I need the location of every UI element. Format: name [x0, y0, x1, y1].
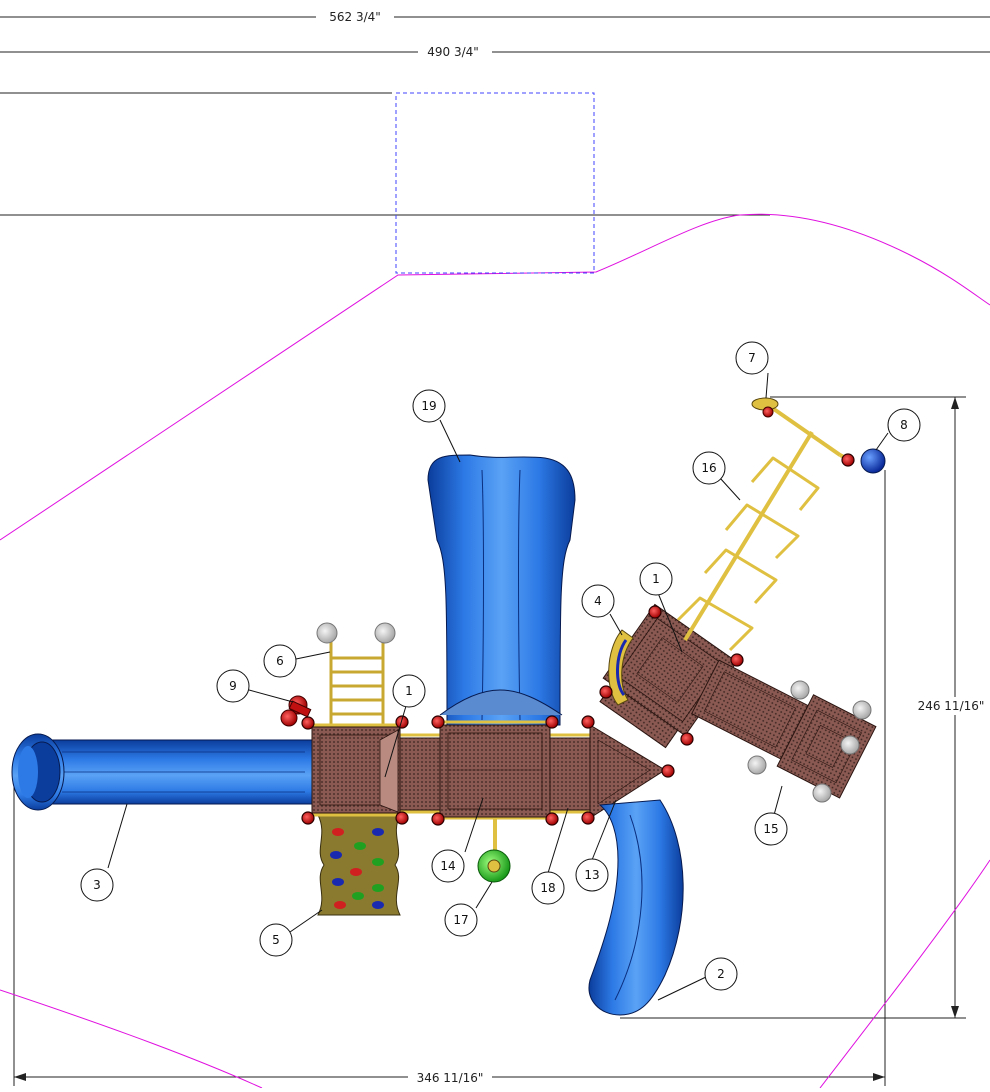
- dim-label-right-height: 246 11/16": [918, 699, 985, 713]
- callout-number: 5: [272, 933, 280, 947]
- safety-zone-rectangle: [395, 92, 595, 274]
- callouts: [107, 372, 889, 1001]
- callout-number: 19: [421, 399, 436, 413]
- footing: [840, 735, 860, 755]
- boundary-line: [819, 859, 990, 1089]
- boundary-line: [0, 989, 263, 1089]
- bridge-right: [549, 737, 593, 811]
- callout-number: 16: [701, 461, 716, 475]
- deck-center: [439, 724, 551, 818]
- callout-number: 2: [717, 967, 725, 981]
- use-zone-boundary: [0, 213, 990, 1089]
- straight-slide-top: [427, 454, 576, 726]
- callout-number: 17: [453, 913, 468, 927]
- ladder: [329, 640, 385, 728]
- callout-numbers: 19 7 8 16 1 4 6 9 1 3 14 13 18 15 17 5 2: [93, 351, 908, 981]
- bridge-left: [399, 737, 441, 811]
- callout-number: 8: [900, 418, 908, 432]
- steering-wheel: [751, 397, 779, 418]
- footing: [316, 622, 338, 644]
- blue-ball: [860, 448, 886, 474]
- callout-number: 7: [748, 351, 756, 365]
- climbing-holds: [330, 828, 384, 909]
- porthole-panel: [608, 629, 634, 706]
- callout-number: 6: [276, 654, 284, 668]
- overhead-ladder-rungs: [676, 456, 820, 652]
- footing: [790, 680, 810, 700]
- footing: [852, 700, 872, 720]
- callout-number: 13: [584, 868, 599, 882]
- callout-number: 4: [594, 594, 602, 608]
- spinner-panel: [477, 818, 511, 883]
- rock-climber-wall: [317, 814, 401, 916]
- post-caps: [301, 453, 855, 826]
- callout-number: 1: [405, 684, 413, 698]
- footing: [812, 783, 832, 803]
- deck-triangle: [589, 724, 666, 819]
- footing: [374, 622, 396, 644]
- boundary-line: [0, 213, 990, 541]
- telescope: [280, 695, 312, 727]
- dimension-lines: 562 3/4" 490 3/4" 246 11/16" 346 11/16": [0, 8, 990, 1086]
- playground-structure: [11, 397, 886, 1016]
- callout-number: 3: [93, 878, 101, 892]
- deck-left: [311, 726, 401, 814]
- tube-slide-left: [11, 733, 313, 811]
- callout-number: 18: [540, 881, 555, 895]
- callout-circles: [80, 341, 921, 991]
- callout-number: 1: [652, 572, 660, 586]
- frame-rails: [310, 720, 590, 820]
- footing: [747, 755, 767, 775]
- dim-label-bottom-width: 346 11/16": [417, 1071, 484, 1085]
- callout-number: 9: [229, 679, 237, 693]
- curved-slide: [588, 799, 684, 1016]
- ramp-deck: [691, 659, 877, 799]
- callout-number: 14: [440, 859, 455, 873]
- dim-label-top-second: 490 3/4": [427, 45, 479, 59]
- dim-label-top-overall: 562 3/4": [329, 10, 381, 24]
- callout-number: 15: [763, 822, 778, 836]
